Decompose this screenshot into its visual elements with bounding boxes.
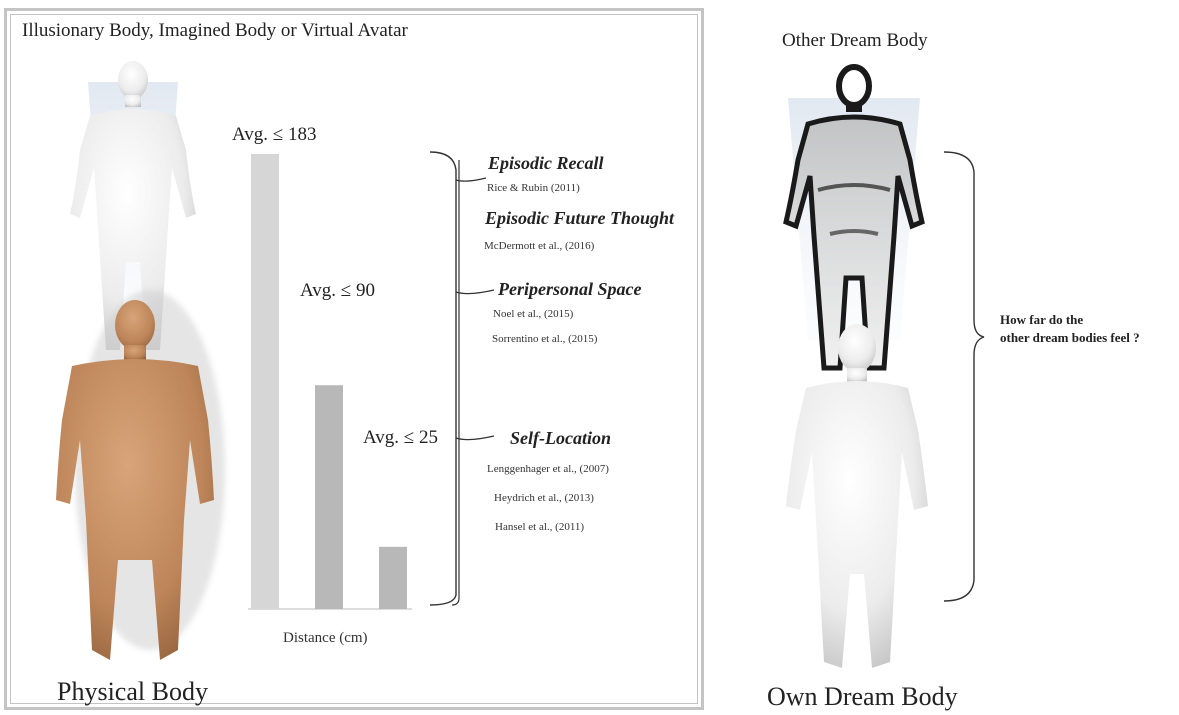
x-axis-label: Distance (cm) [283, 630, 368, 647]
own-dream-body-figure [786, 324, 928, 668]
ref-hansel: Hansel et al., (2011) [495, 521, 584, 533]
category-self-location: Self-Location [510, 428, 611, 449]
category-episodic-future-thought: Episodic Future Thought [485, 208, 674, 229]
distance-bar-2 [315, 385, 343, 609]
left-panel-title: Illusionary Body, Imagined Body or Virtu… [22, 20, 408, 42]
bar-value-label-1: Avg. ≤ 183 [232, 124, 317, 146]
brace-tip-self-location [456, 436, 494, 440]
ref-rice-rubin: Rice & Rubin (2011) [487, 182, 580, 194]
brace-tip-peripersonal-space [456, 290, 494, 294]
ref-lenggenhager: Lenggenhager et al., (2007) [487, 463, 609, 475]
distance-bar-3 [379, 547, 407, 609]
category-episodic-recall: Episodic Recall [488, 153, 604, 174]
right-panel-title: Other Dream Body [782, 30, 928, 52]
left-curly-bracket [430, 152, 456, 605]
question-line-2: other dream bodies feel ? [1000, 330, 1140, 346]
ref-sorrentino: Sorrentino et al., (2015) [492, 333, 597, 345]
question-line-1: How far do the [1000, 312, 1083, 328]
category-peripersonal-space: Peripersonal Space [498, 279, 642, 300]
bar-value-label-2: Avg. ≤ 90 [300, 280, 375, 302]
physical-body-label: Physical Body [57, 677, 208, 707]
ref-noel: Noel et al., (2015) [493, 308, 573, 320]
brace-tip-episodic-recall [456, 178, 486, 181]
ref-heydrich: Heydrich et al., (2013) [494, 492, 594, 504]
bar-value-label-3: Avg. ≤ 25 [363, 427, 438, 449]
ref-mcdermott: McDermott et al., (2016) [484, 240, 594, 252]
own-dream-body-label: Own Dream Body [767, 682, 958, 712]
right-curly-bracket [944, 152, 984, 601]
distance-bar-1 [251, 154, 279, 609]
